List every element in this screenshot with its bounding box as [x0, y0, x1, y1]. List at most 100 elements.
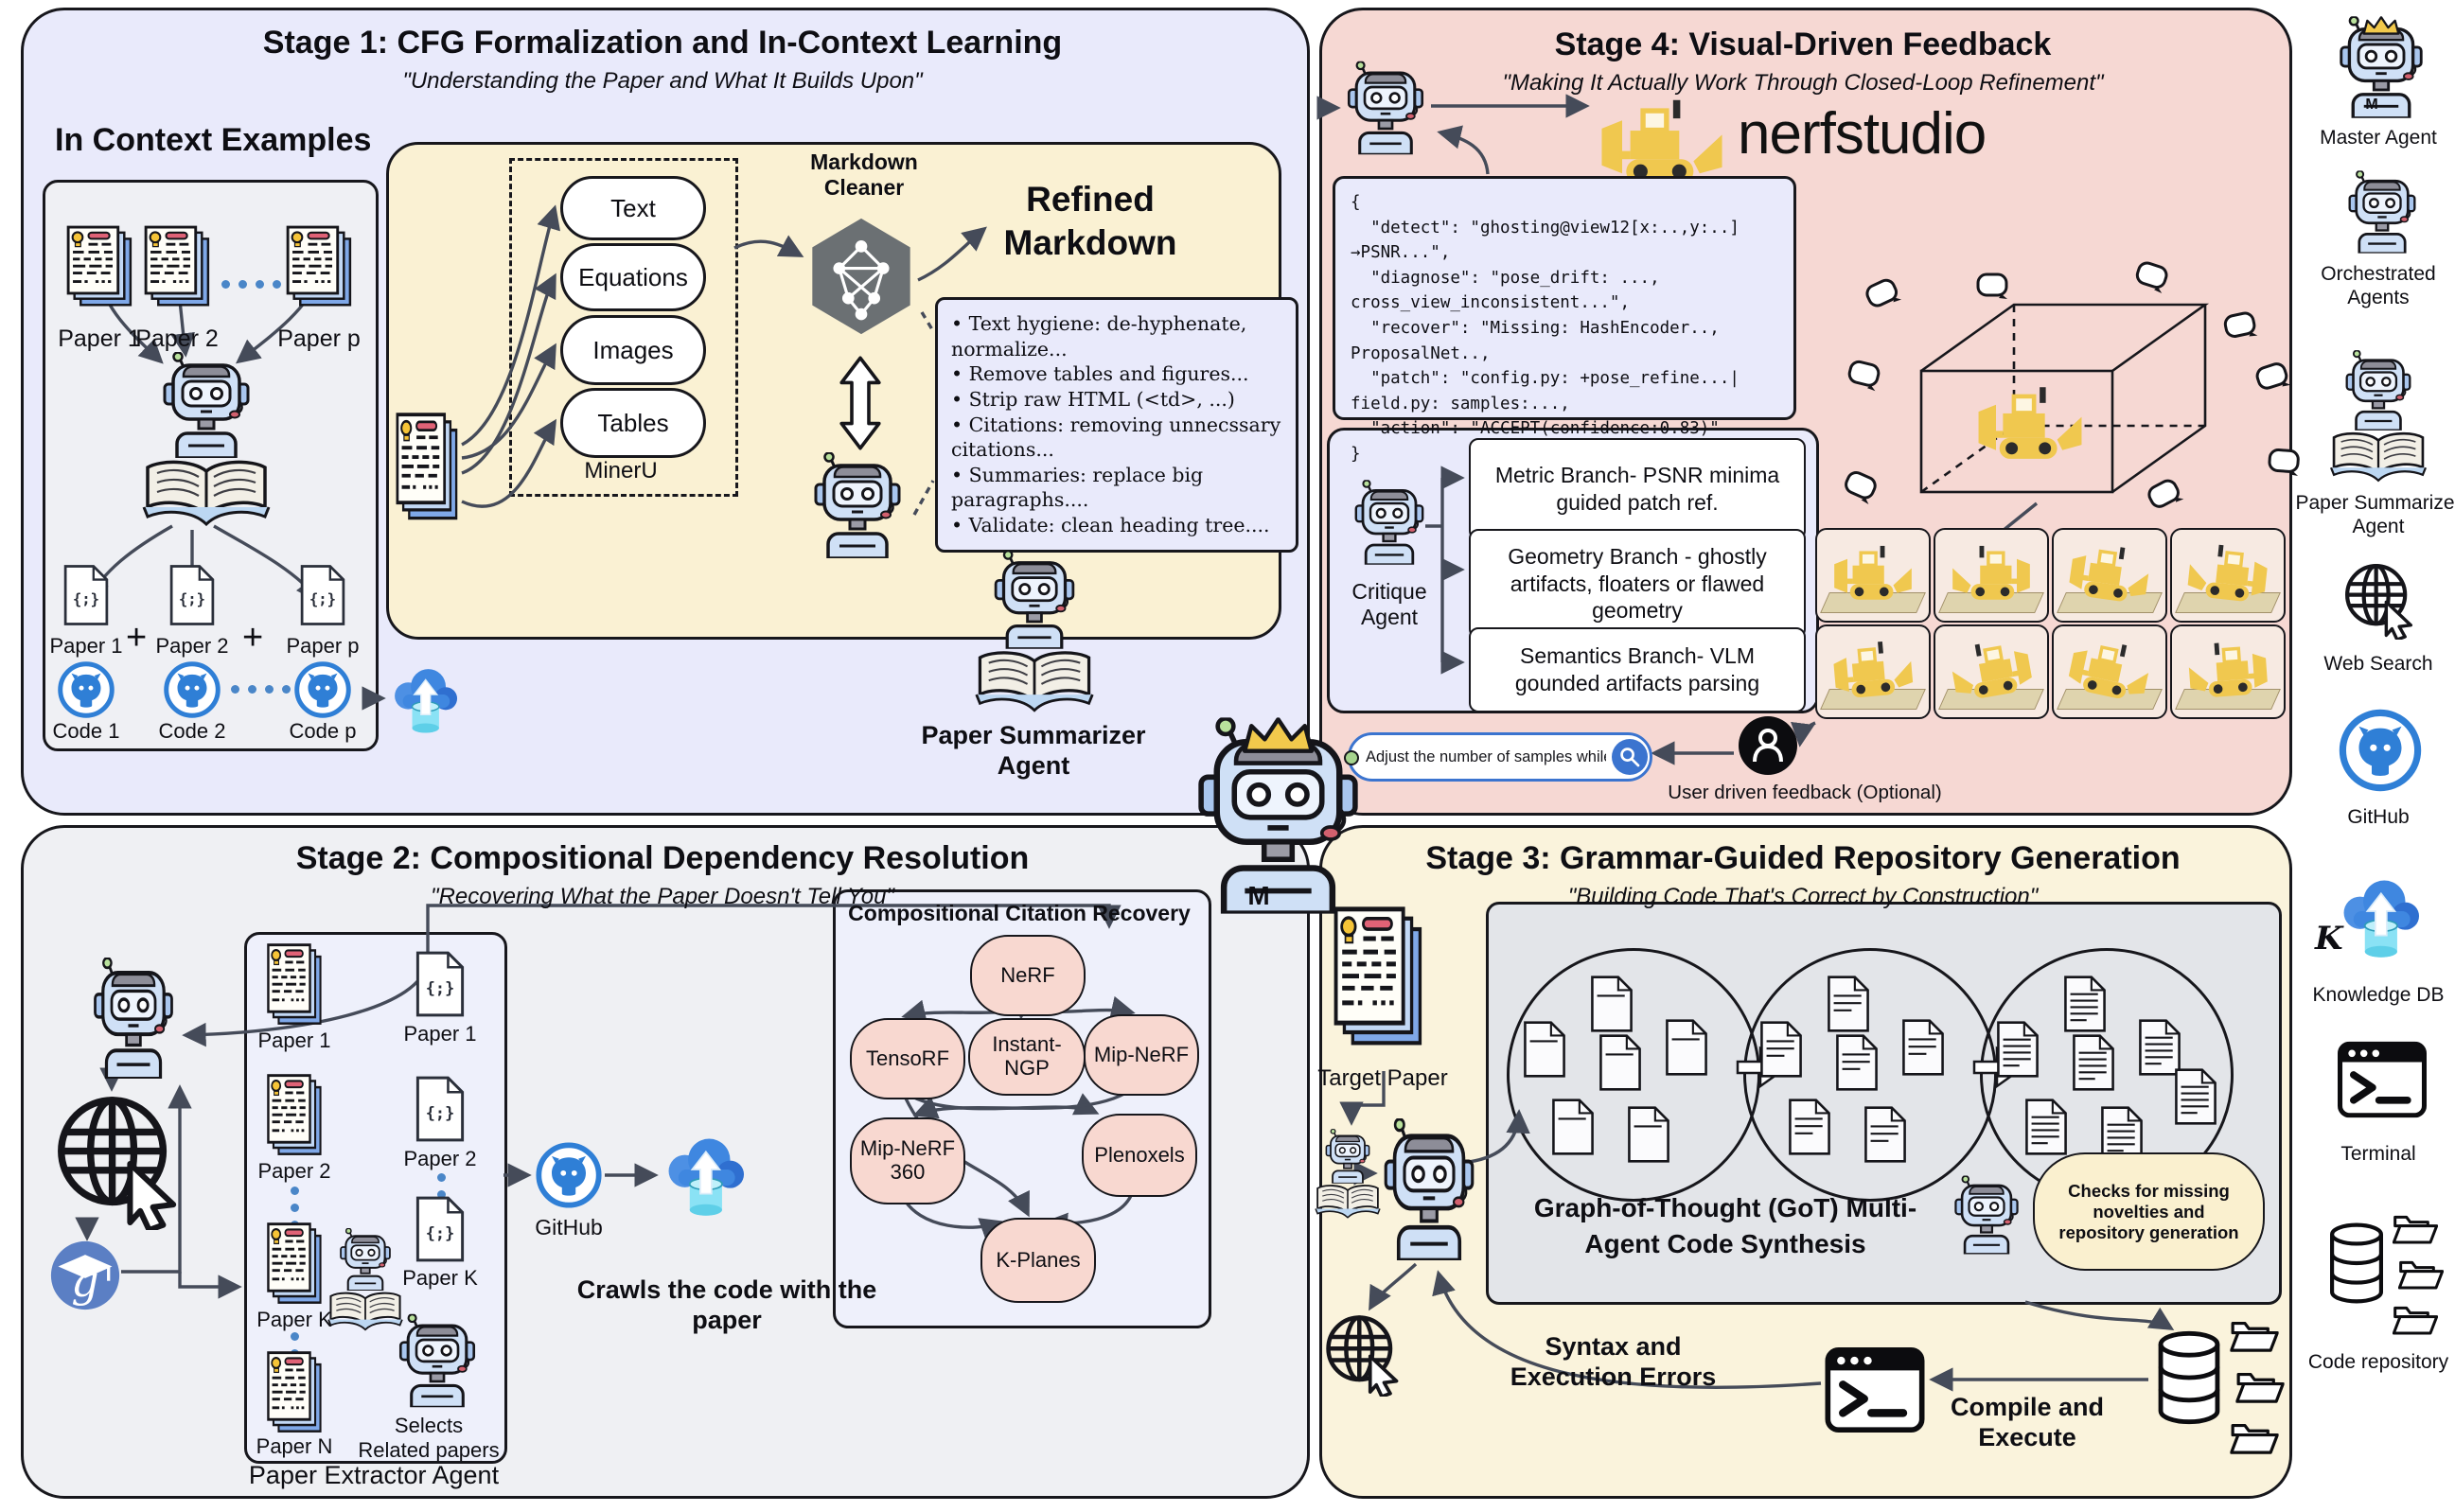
bulldozer-render-icon: [1834, 545, 1912, 600]
knowledge-db-icon: [2342, 879, 2420, 958]
bullet-item: Citations: removing unnecssary citations…: [951, 413, 1282, 463]
code-file-icon: [300, 565, 345, 625]
paper-stack-icon: [66, 225, 132, 307]
code-doc-icon: [1997, 1021, 2039, 1078]
render-thumbnail: [1934, 624, 2049, 719]
code-doc-icon: [1864, 1106, 1906, 1163]
paper-label: Paper K: [256, 1308, 332, 1331]
knowledge-k-glyph: K: [2315, 920, 2343, 958]
critique-agent-label: Critique Agent: [1351, 579, 1427, 630]
citation-node-plenoxels: Plenoxels: [1082, 1114, 1197, 1197]
render-thumbnail: [2170, 624, 2286, 719]
mineru-node-equations: Equations: [560, 243, 706, 311]
bulldozer-render-icon: [2067, 540, 2152, 606]
mineru-node-tables: Tables: [560, 388, 706, 458]
got-label: Graph-of-Thought (GoT) Multi-Agent Code …: [1533, 1193, 1917, 1258]
user-icon: [1738, 715, 1798, 776]
code-doc-icon: [1552, 1099, 1594, 1155]
in-context-heading: In Context Examples: [55, 122, 372, 158]
mineru-label: MinerU: [584, 458, 658, 483]
bullet-item: Validate: clean heading tree....: [951, 513, 1282, 538]
folder-icon: [2393, 1306, 2438, 1335]
paper-label: Paper 2: [257, 1159, 331, 1183]
legend-label-knowledgedb: Knowledge DB: [2312, 984, 2445, 1006]
render-thumbnail: [1815, 624, 1931, 719]
user-feedback-label: User driven feedback (Optional): [1668, 782, 1942, 803]
bullet-item: Remove tables and figures...: [951, 361, 1282, 387]
feedback-json-box: { "detect": "ghosting@view12[x:..,y:..] …: [1333, 176, 1796, 464]
web-search-icon: [2341, 560, 2421, 640]
markdown-cleaner-icon: [810, 217, 912, 336]
github-icon: [535, 1141, 603, 1209]
paper-label: Paper 1: [58, 325, 141, 352]
code-doc-icon: [1599, 1034, 1641, 1091]
stage3-title: Stage 3: Grammar-Guided Repository Gener…: [1425, 840, 2181, 876]
search-button[interactable]: [1612, 739, 1648, 775]
code-doc-icon: [2025, 1099, 2067, 1155]
code-label: Code 2: [158, 719, 226, 743]
camera-view-icon: [1976, 273, 2009, 301]
paper-label: Paper 1: [403, 1022, 477, 1046]
github-icon: [2338, 708, 2423, 793]
legend-label-orchestrated: Orchestrated Agents: [2321, 263, 2436, 308]
selects-related-label: Selects Related papers: [358, 1414, 500, 1462]
code-file-icon: [415, 1076, 465, 1142]
citation-node-instantngp: Instant-NGP: [968, 1018, 1086, 1096]
stage1-title: Stage 1: CFG Formalization and In-Contex…: [262, 25, 1063, 61]
legend-label-coderepo: Code repository: [2307, 1351, 2449, 1373]
render-thumbnail: [1815, 528, 1931, 623]
folder-icon: [2230, 1321, 2279, 1352]
legend-label-github: GitHub: [2347, 806, 2410, 828]
double-arrow-icon: [839, 356, 881, 450]
code-doc-icon: [2064, 976, 2106, 1032]
master-badge: M: [1247, 881, 1270, 910]
paper-stack-icon: [266, 1351, 323, 1433]
bulldozer-render-icon: [2187, 640, 2269, 699]
orchestrated-agents-icon: [2348, 170, 2416, 254]
mineru-node-images: Images: [560, 315, 706, 385]
github-icon: [293, 660, 352, 719]
bulldozer-render-icon: [2186, 541, 2270, 604]
code-doc-icon: [1666, 1019, 1707, 1076]
legend-label-websearch: Web Search: [2323, 653, 2433, 675]
paper-stack-icon: [286, 225, 352, 307]
render-thumbnail: [2052, 624, 2167, 719]
refined-markdown-label: Refined Markdown: [1003, 180, 1177, 263]
legend-label-summarizer: Paper Summarizer Agent: [2295, 492, 2455, 537]
stage2-title: Stage 2: Compositional Dependency Resolu…: [295, 840, 1030, 876]
paper-summarizer-label: Paper Summarizer Agent: [921, 721, 1146, 780]
code-doc-icon: [1789, 1099, 1830, 1155]
github-icon: [57, 660, 115, 719]
master-agent-robot-icon: [1191, 717, 1366, 914]
pill-label: Images: [592, 335, 674, 364]
folder-icon: [2230, 1423, 2279, 1454]
code-doc-icon: [1524, 1021, 1565, 1078]
render-thumbnail: [2052, 528, 2167, 623]
code-doc-icon: [2073, 1034, 2114, 1091]
geometry-branch-box: Geometry Branch - ghostly artifacts, flo…: [1469, 529, 1806, 639]
folder-icon: [2393, 1215, 2438, 1244]
code-paper-label: Paper 1: [49, 634, 123, 658]
pill-label: Text: [610, 193, 656, 222]
code-label: Code p: [289, 719, 357, 743]
code-file-icon: [415, 951, 465, 1017]
google-scholar-icon: [49, 1239, 121, 1311]
code-repository-db-icon: [2326, 1213, 2387, 1313]
paper-label: Paper K: [402, 1266, 478, 1290]
checks-note: Checks for missing novelties and reposit…: [2033, 1152, 2265, 1271]
selects-robot-icon: [398, 1313, 476, 1408]
render-thumbnail: [2170, 528, 2286, 623]
paper-label: Paper 2: [135, 325, 219, 352]
metric-branch-box: Metric Branch- PSNR minima guided patch …: [1469, 438, 1806, 540]
antenna-dot: [1344, 750, 1359, 765]
crawl-label: Crawls the code with the paper: [576, 1275, 877, 1334]
paper-extractor-label: Paper Extractor Agent: [248, 1461, 500, 1489]
feedback-input[interactable]: [1351, 747, 1612, 766]
citation-title: Compositional Citation Recovery: [848, 901, 1191, 925]
bulldozer-render-icon: [1952, 545, 2030, 600]
semantics-branch-box: Semantics Branch- VLM gounded artifacts …: [1469, 627, 1806, 712]
user-feedback-searchbar[interactable]: [1344, 732, 1652, 782]
web-search-icon: [49, 1090, 193, 1230]
reader-robot-icon: [142, 352, 271, 526]
target-paper-icon: [1331, 906, 1425, 1048]
